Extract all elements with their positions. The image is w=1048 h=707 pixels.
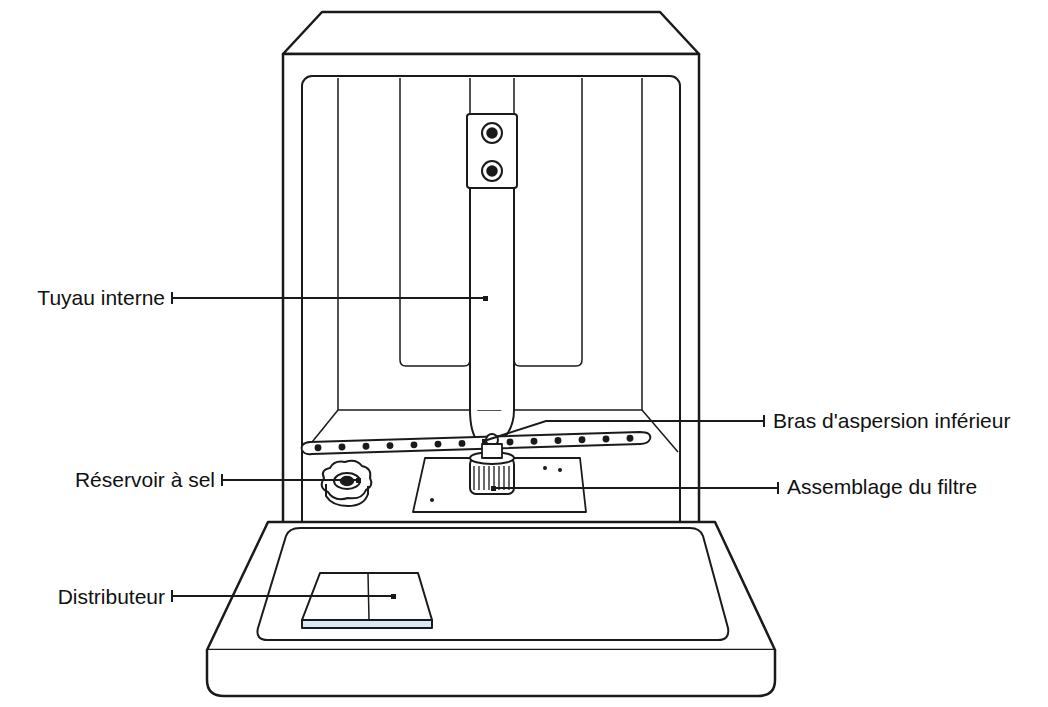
- leader-dots: [356, 296, 496, 599]
- spray-hole: [412, 443, 416, 447]
- filter-rib: [503, 466, 504, 490]
- door: [207, 522, 775, 650]
- spray-hole: [316, 446, 320, 450]
- spray-hole: [508, 440, 512, 444]
- spray-hole: [460, 441, 464, 445]
- spray-hole: [340, 445, 344, 449]
- part-label: Réservoir à sel: [74, 468, 216, 491]
- dishwasher-body: [207, 12, 775, 696]
- filter-rib: [473, 466, 474, 490]
- spray-hole: [604, 437, 608, 441]
- spray-hole: [436, 442, 440, 446]
- filter-plate: [413, 458, 586, 512]
- lid: [283, 12, 699, 54]
- part-label: Assemblage du filtre: [786, 475, 978, 498]
- spray-hole: [628, 436, 632, 440]
- door-panel: [257, 528, 728, 640]
- filter-rib: [488, 466, 489, 490]
- tub: [302, 76, 680, 536]
- filter-rib: [483, 466, 484, 490]
- filter-rib: [478, 466, 479, 490]
- spray-hole: [556, 438, 560, 442]
- leader-lines: [172, 292, 778, 602]
- spray-hole: [364, 444, 368, 448]
- spray-hole: [388, 443, 392, 447]
- spray-arm: [302, 432, 651, 454]
- spray-hole: [580, 438, 584, 442]
- door-edge: [207, 650, 775, 696]
- part-label: Distributeur: [57, 585, 166, 608]
- filter-rib: [508, 466, 509, 490]
- spray-hole: [532, 439, 536, 443]
- pipe-bracket: [467, 114, 517, 188]
- filter-rib: [498, 466, 499, 490]
- part-label: Bras d'aspersion inférieur: [772, 409, 1011, 432]
- part-label: Tuyau interne: [36, 286, 166, 309]
